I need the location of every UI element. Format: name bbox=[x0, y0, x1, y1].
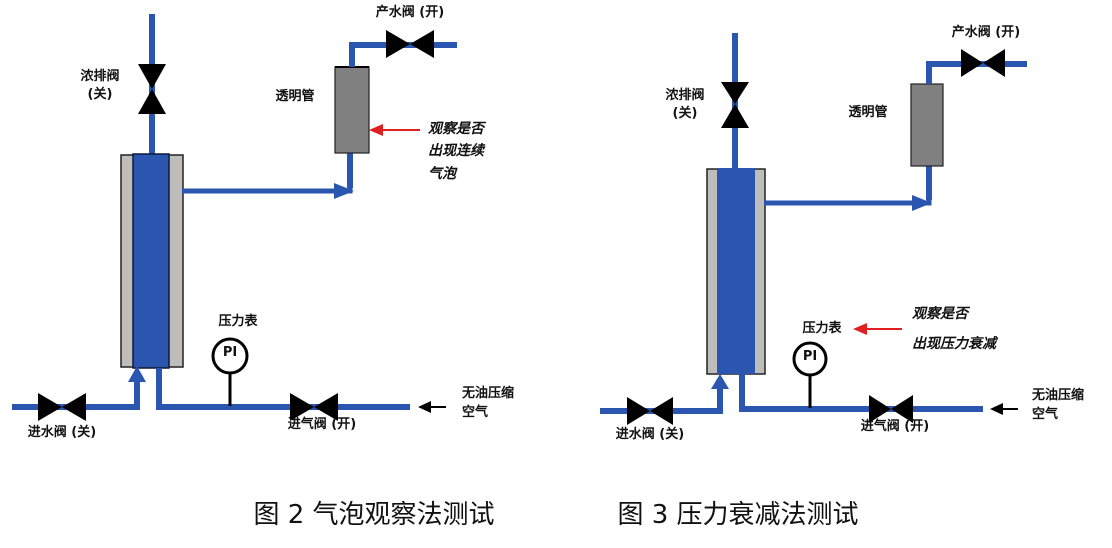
concentrate-valve-state: (关) bbox=[88, 86, 113, 102]
membrane-vessel bbox=[120, 153, 184, 369]
pressure-gauge-label: 压力表 bbox=[218, 313, 258, 329]
transparent-tube bbox=[910, 83, 944, 167]
inlet-valve-icon bbox=[627, 397, 673, 425]
product-valve-label: 产水阀 (开) bbox=[952, 24, 1020, 40]
air-pipe bbox=[156, 368, 410, 410]
concentrate-valve-label: 浓排阀 bbox=[80, 68, 119, 84]
inlet-arrow-icon bbox=[128, 366, 146, 382]
observe-note-line1: 观察是否 bbox=[912, 305, 971, 322]
product-pipe bbox=[926, 61, 1027, 84]
air-source-label-line2: 空气 bbox=[462, 404, 488, 420]
figure-3-pressure-decay-test: 浓排阀 (关) 透明管 产水阀 (开) 压力表 观察是否 出现压力衰减 进水阀 … bbox=[600, 24, 1084, 530]
pressure-gauge-label: 压力表 bbox=[802, 320, 842, 336]
product-pipe bbox=[349, 42, 457, 67]
product-valve-label: 产水阀 (开) bbox=[376, 4, 444, 20]
observe-note-line2: 出现连续 bbox=[428, 142, 486, 159]
gauge-symbol: PI bbox=[803, 349, 817, 364]
transparent-tube-label: 透明管 bbox=[275, 88, 314, 104]
permeate-pipe bbox=[764, 190, 932, 206]
figure-3-caption: 图 3 压力衰减法测试 bbox=[617, 500, 858, 530]
air-valve-icon bbox=[290, 393, 338, 421]
observe-note-line3: 气泡 bbox=[428, 165, 458, 182]
transparent-tube bbox=[334, 66, 370, 154]
flow-arrow-icon bbox=[912, 195, 932, 211]
red-arrow-head-icon bbox=[853, 323, 867, 335]
permeate-pipe bbox=[182, 180, 353, 194]
figure-2-caption: 图 2 气泡观察法测试 bbox=[253, 500, 494, 530]
inlet-arrow-icon bbox=[711, 374, 729, 389]
concentrate-valve-state: (关) bbox=[673, 105, 698, 121]
air-source-label-line1: 无油压缩 bbox=[461, 385, 514, 401]
flow-arrow-icon bbox=[334, 183, 354, 199]
air-valve-label: 进气阀 (开) bbox=[288, 416, 356, 432]
pressure-gauge bbox=[211, 337, 249, 406]
air-pipe bbox=[739, 374, 983, 412]
air-valve-icon bbox=[869, 395, 913, 423]
concentrate-valve-icon bbox=[138, 64, 166, 114]
air-source-label-line1: 无油压缩 bbox=[1031, 387, 1084, 403]
observe-note-line2: 出现压力衰减 bbox=[912, 335, 999, 352]
concentrate-valve-label: 浓排阀 bbox=[665, 87, 704, 103]
inlet-valve-icon bbox=[38, 393, 86, 421]
membrane-vessel bbox=[706, 168, 766, 375]
product-valve-icon bbox=[961, 49, 1005, 77]
black-arrow-head-icon bbox=[418, 401, 431, 413]
product-valve-icon bbox=[386, 30, 434, 58]
inlet-valve-label: 进水阀 (关) bbox=[616, 426, 684, 442]
air-source-label-line2: 空气 bbox=[1032, 406, 1058, 422]
pressure-gauge bbox=[792, 341, 828, 408]
concentrate-valve-icon bbox=[721, 82, 749, 128]
red-arrow-head-icon bbox=[369, 124, 383, 136]
black-arrow-head-icon bbox=[990, 403, 1003, 415]
gauge-symbol: PI bbox=[223, 345, 237, 360]
observe-note-line1: 观察是否 bbox=[428, 120, 487, 137]
air-valve-label: 进气阀 (开) bbox=[861, 418, 929, 434]
inlet-valve-label: 进水阀 (关) bbox=[28, 424, 96, 440]
figure-2-bubble-test: 浓排阀 (关) 透明管 产水阀 (开) 观察是否 出现连续 气泡 bbox=[12, 4, 514, 530]
transparent-tube-label: 透明管 bbox=[848, 104, 887, 120]
